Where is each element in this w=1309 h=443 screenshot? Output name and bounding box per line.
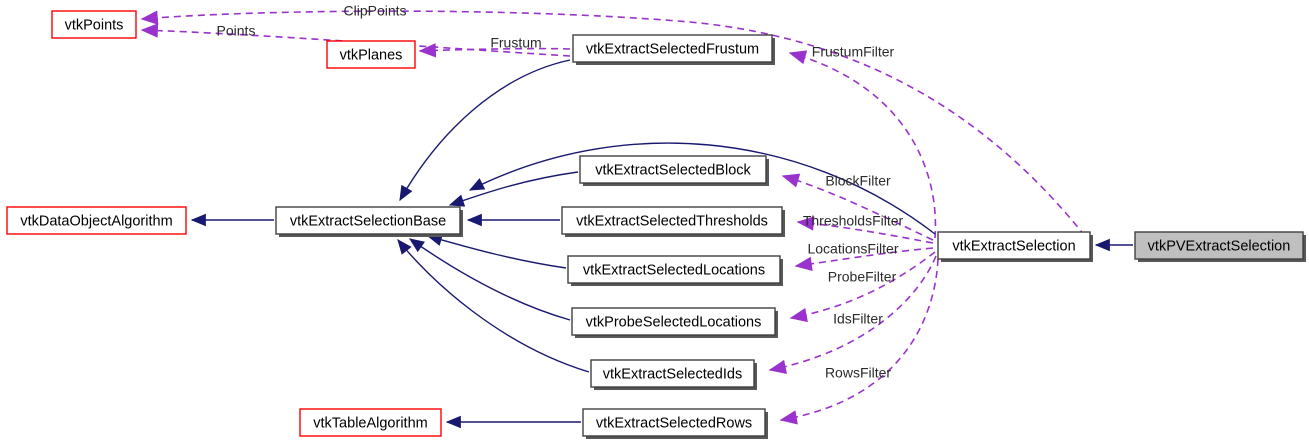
inheritance-edge [448,171,579,207]
node-label: vtkDataObjectAlgorithm [20,213,172,229]
inheritance-edge [408,238,571,321]
node-label: vtkExtractSelectedLocations [583,262,765,278]
edge-label: FrustumFilter [812,44,895,60]
inheritance-edge [397,239,590,373]
node-label: vtkExtractSelectedBlock [595,162,751,178]
class-node-vtkDataObjectAlgorithm[interactable]: vtkDataObjectAlgorithm [6,206,187,235]
class-node-vtkExtractSelectedThresholds[interactable]: vtkExtractSelectedThresholds [561,206,785,237]
node-box[interactable] [6,206,187,235]
node-label: vtkProbeSelectedLocations [586,314,762,330]
node-box[interactable] [1134,231,1304,260]
class-node-vtkPlanes[interactable]: vtkPlanes [326,40,416,69]
edge-label: LocationsFilter [807,241,898,257]
usage-edge [768,255,937,374]
node-box[interactable] [561,206,783,235]
node-label: vtkPlanes [340,47,403,63]
edge-label: Points [217,23,256,39]
usage-edge [781,173,934,241]
edge-label: ThresholdsFilter [803,213,904,229]
usage-edge [788,50,937,239]
class-node-vtkExtractSelection[interactable]: vtkExtractSelection [937,231,1093,262]
node-box[interactable] [275,206,461,235]
edge-label: BlockFilter [825,173,891,189]
class-node-vtkExtractSelectedRows[interactable]: vtkExtractSelectedRows [582,408,768,439]
edge-label: RowsFilter [825,365,891,381]
inheritance-edge [426,233,567,269]
class-node-vtkExtractSelectedLocations[interactable]: vtkExtractSelectedLocations [567,255,783,286]
node-box[interactable] [326,40,416,69]
edges-layer [140,10,1133,429]
class-node-vtkExtractSelectedBlock[interactable]: vtkExtractSelectedBlock [579,155,769,186]
class-node-vtkExtractSelectedIds[interactable]: vtkExtractSelectedIds [590,359,757,390]
node-box[interactable] [571,307,776,336]
node-label: vtkExtractSelectionBase [290,213,446,229]
node-box[interactable] [51,10,137,39]
node-label: vtkTableAlgorithm [313,415,427,431]
edge-label: Frustum [490,35,541,51]
edge-label: IdsFilter [833,311,883,327]
node-box[interactable] [567,255,781,284]
node-label: vtkExtractSelectedRows [596,415,752,431]
class-node-vtkExtractSelectionBase[interactable]: vtkExtractSelectionBase [275,206,463,237]
node-label: vtkExtractSelectedIds [603,366,742,382]
usage-edge [140,10,1086,237]
inheritance-edge [468,142,936,235]
node-label: vtkExtractSelectedThresholds [576,213,768,229]
class-node-vtkProbeSelectedLocations[interactable]: vtkProbeSelectedLocations [571,307,778,338]
usage-edge [418,43,571,58]
edge-label: ProbeFilter [828,269,897,285]
node-box[interactable] [582,408,766,437]
usage-edge [779,258,939,425]
node-label: vtkExtractSelectedFrustum [586,41,759,57]
class-node-vtkTableAlgorithm[interactable]: vtkTableAlgorithm [299,408,442,437]
node-label: vtkPoints [65,17,124,33]
class-node-vtkPVExtractSelection[interactable]: vtkPVExtractSelection [1134,231,1306,262]
usage-edge [796,216,934,244]
nodes-layer: vtkPoints vtkPlanes vtkExtractSelectedFrus… [6,10,1306,439]
node-box[interactable] [572,34,773,63]
node-box[interactable] [579,155,767,184]
usage-edge [794,247,934,271]
node-box[interactable] [937,231,1091,260]
node-box[interactable] [299,408,442,437]
edge-labels-layer: ClipPointsPointsFrustumFrustumFilterBloc… [217,3,904,381]
inheritance-edge [399,59,571,202]
class-node-vtkPoints[interactable]: vtkPoints [51,10,137,39]
edge-label: ClipPoints [343,3,406,19]
class-node-vtkExtractSelectedFrustum[interactable]: vtkExtractSelectedFrustum [572,34,775,65]
node-label: vtkPVExtractSelection [1148,238,1291,254]
node-label: vtkExtractSelection [952,238,1075,254]
node-box[interactable] [590,359,755,388]
usage-edge [789,251,936,323]
